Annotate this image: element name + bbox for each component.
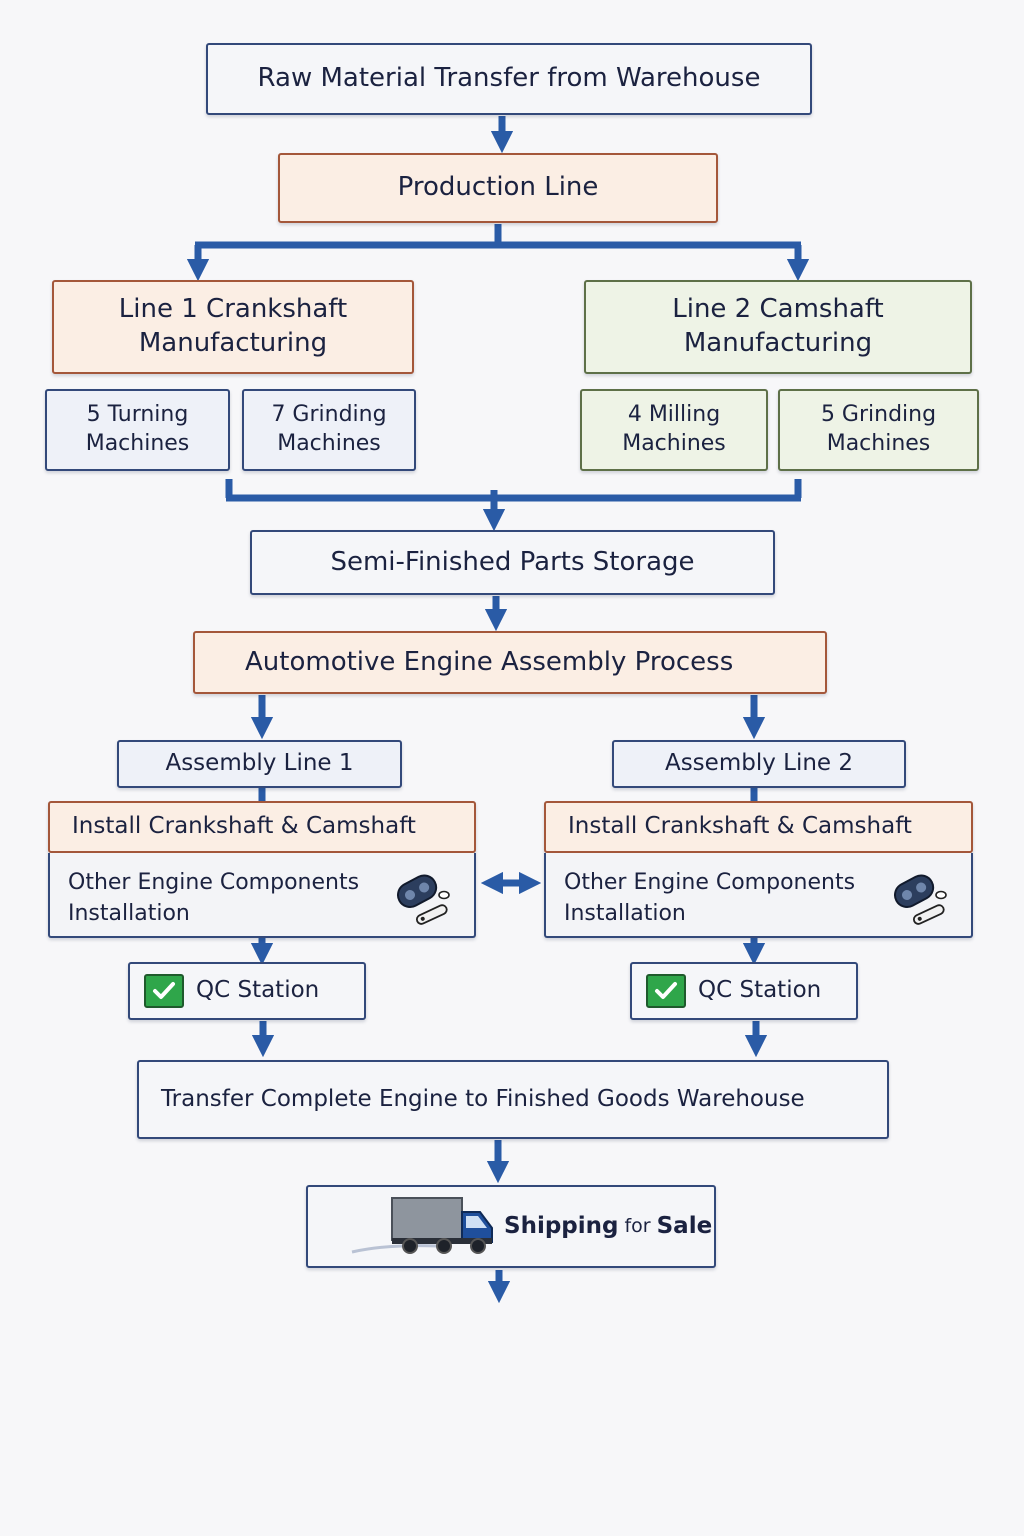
- machine-unit-label: Machines: [826, 431, 931, 456]
- install-step-label: Install Crankshaft & Camshaft: [568, 813, 912, 840]
- assembly-line2-components-node: Other Engine Components Installation: [544, 853, 973, 938]
- transfer-finished-goods-node: Transfer Complete Engine to Finished Goo…: [137, 1060, 889, 1139]
- delivery-truck-icon: [351, 1196, 493, 1254]
- raw-material-node: Raw Material Transfer from Warehouse: [206, 43, 812, 115]
- components-step-line2: Installation: [564, 901, 686, 926]
- line1-crankshaft-node: Line 1 Crankshaft Manufacturing: [52, 280, 414, 374]
- production-line-label: Production Line: [397, 172, 599, 203]
- shipping-word: Shipping: [504, 1212, 619, 1239]
- qc-station-label: QC Station: [698, 977, 822, 1004]
- qc-station-label: QC Station: [196, 977, 320, 1004]
- assembly-line1-components-node: Other Engine Components Installation: [48, 853, 476, 938]
- line1-title: Line 1 Crankshaft: [118, 294, 348, 325]
- semi-finished-storage-node: Semi-Finished Parts Storage: [250, 530, 775, 595]
- assembly-process-label: Automotive Engine Assembly Process: [245, 646, 734, 677]
- machine-unit-label: Machines: [85, 431, 190, 456]
- assembly-line1-install-node: Install Crankshaft & Camshaft: [48, 801, 476, 853]
- assembly-line2-install-node: Install Crankshaft & Camshaft: [544, 801, 973, 853]
- raw-material-label: Raw Material Transfer from Warehouse: [257, 63, 761, 94]
- qc-station-line1-node: QC Station: [128, 962, 366, 1020]
- turning-machines-node: 5 Turning Machines: [45, 389, 230, 471]
- shipping-node: Shipping for Sale: [306, 1185, 716, 1268]
- machine-unit-label: Machines: [277, 431, 381, 456]
- checkmark-icon: [144, 974, 184, 1008]
- assembly-line1-label-node: Assembly Line 1: [117, 740, 402, 788]
- line1-subtitle: Manufacturing: [138, 328, 328, 358]
- assembly-line2-label-node: Assembly Line 2: [612, 740, 906, 788]
- sale-word: Sale: [656, 1212, 713, 1239]
- assembly-line2-label: Assembly Line 2: [664, 750, 854, 777]
- grinding-machines-line1-node: 7 Grinding Machines: [242, 389, 416, 471]
- components-step-line1: Other Engine Components: [68, 870, 360, 895]
- assembly-line1-label: Assembly Line 1: [165, 750, 354, 777]
- checkmark-icon: [646, 974, 686, 1008]
- machine-count-label: 4 Milling: [627, 402, 721, 428]
- components-step-line2: Installation: [68, 901, 190, 926]
- engine-parts-icon: [893, 874, 947, 925]
- components-step-line1: Other Engine Components: [564, 870, 856, 895]
- production-line-node: Production Line: [278, 153, 718, 223]
- machine-unit-label: Machines: [622, 431, 726, 456]
- grinding-machines-line2-node: 5 Grinding Machines: [778, 389, 979, 471]
- assembly-process-node: Automotive Engine Assembly Process: [193, 631, 827, 694]
- machine-count-label: 5 Turning: [86, 402, 189, 428]
- for-word: for: [624, 1215, 651, 1238]
- engine-parts-icon: [396, 874, 450, 925]
- milling-machines-node: 4 Milling Machines: [580, 389, 768, 471]
- machine-count-label: 5 Grinding: [820, 402, 937, 428]
- install-step-label: Install Crankshaft & Camshaft: [72, 813, 416, 840]
- machine-count-label: 7 Grinding: [271, 402, 387, 428]
- transfer-finished-label: Transfer Complete Engine to Finished Goo…: [161, 1085, 805, 1112]
- semi-finished-label: Semi-Finished Parts Storage: [330, 546, 695, 577]
- qc-station-line2-node: QC Station: [630, 962, 858, 1020]
- line2-camshaft-node: Line 2 Camshaft Manufacturing: [584, 280, 972, 374]
- line2-subtitle: Manufacturing: [683, 328, 873, 358]
- line2-title: Line 2 Camshaft: [672, 294, 884, 325]
